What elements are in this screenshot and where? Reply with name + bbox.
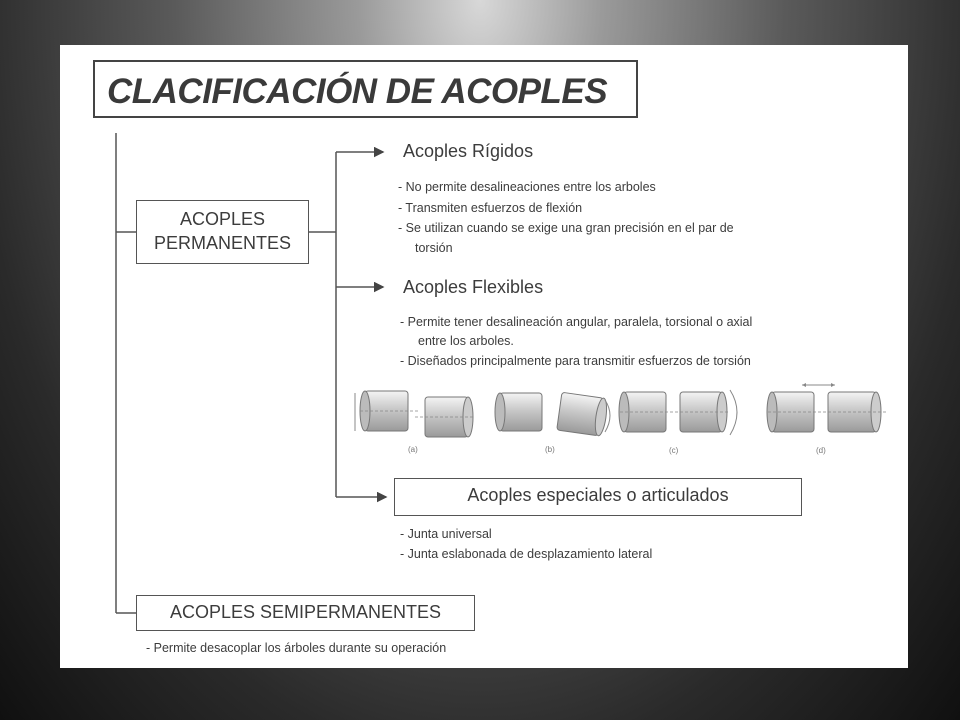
figure-label-a: (a) <box>408 445 418 454</box>
flexibles-bullet-1: - Permite tener desalineación angular, p… <box>400 315 753 329</box>
permanentes-label: ACOPLES PERMANENTES <box>137 207 308 255</box>
figure-label-b: (b) <box>545 445 555 454</box>
rigidos-bullet-1: - No permite desalineaciones entre los a… <box>398 180 656 194</box>
rigidos-bullet-3: - Se utilizan cuando se exige una gran p… <box>398 221 734 235</box>
especiales-heading: Acoples especiales o articulados <box>467 485 729 505</box>
coupling-figure-b <box>494 392 611 437</box>
figure-label-d: (d) <box>816 446 826 455</box>
flexibles-bullet-1-cont: entre los arboles. <box>418 334 514 348</box>
flexibles-heading: Acoples Flexibles <box>403 277 544 297</box>
page-title: CLACIFICACIÓN DE ACOPLES <box>107 72 608 111</box>
coupling-figure-a <box>354 390 475 438</box>
rigidos-bullet-2: - Transmiten esfuerzos de flexión <box>398 201 583 215</box>
rigidos-heading: Acoples Rígidos <box>403 141 534 161</box>
coupling-figure-d <box>766 383 886 433</box>
rigidos-bullet-3-cont: torsión <box>415 241 453 255</box>
slide: CLACIFICACIÓN DE ACOPLES ACOPLES PERMANE… <box>60 45 908 668</box>
semipermanentes-heading: ACOPLES SEMIPERMANENTES <box>169 602 442 622</box>
connector-lines <box>115 133 886 614</box>
coupling-figure-c <box>618 389 738 436</box>
semipermanentes-box: ACOPLES SEMIPERMANENTES <box>136 595 475 631</box>
especiales-bullet-2: - Junta eslabonada de desplazamiento lat… <box>400 547 653 561</box>
permanentes-line1: ACOPLES <box>179 209 266 229</box>
especiales-box: Acoples especiales o articulados <box>394 478 802 516</box>
title-box: CLACIFICACIÓN DE ACOPLES <box>93 60 638 118</box>
flexibles-bullet-2: - Diseñados principalmente para transmit… <box>400 354 751 368</box>
especiales-bullet-1: - Junta universal <box>400 527 492 541</box>
permanentes-line2: PERMANENTES <box>153 233 292 253</box>
figure-label-c: (c) <box>669 446 679 455</box>
permanentes-box: ACOPLES PERMANENTES <box>136 200 309 264</box>
semipermanentes-bullet-1: - Permite desacoplar los árboles durante… <box>146 641 447 655</box>
